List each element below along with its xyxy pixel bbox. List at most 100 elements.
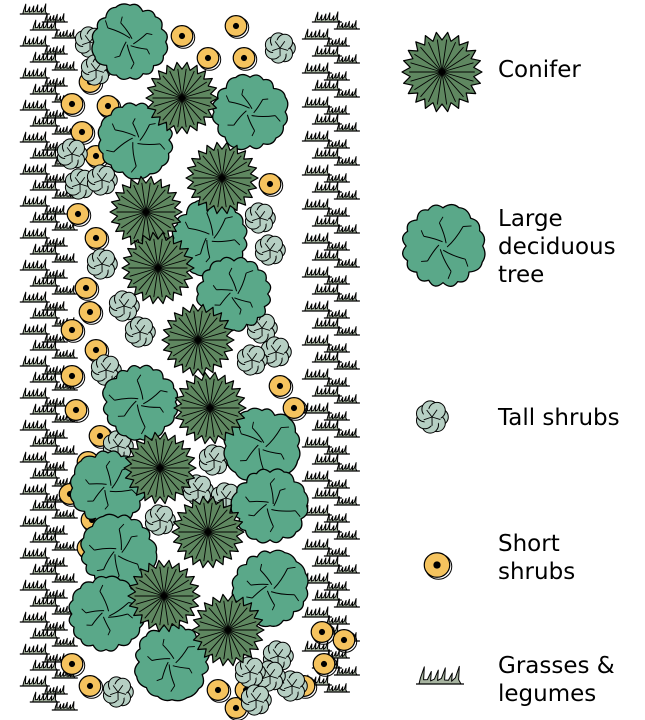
- grass-icon: [302, 607, 332, 617]
- grass-icon: [20, 516, 50, 526]
- grass-icon: [52, 62, 78, 70]
- grass-icon: [42, 622, 68, 630]
- legend-label-tall-shrubs: Tall shrubs: [498, 404, 620, 432]
- grass-icon: [20, 228, 50, 238]
- grass-icon: [42, 46, 68, 54]
- short-shrub-icon: [225, 16, 249, 39]
- grass-icon: [20, 420, 50, 430]
- grass-icon: [312, 46, 342, 56]
- legend-label-line: legumes: [498, 680, 615, 708]
- grass-icon: [20, 388, 50, 398]
- grass-icon: [312, 216, 342, 226]
- grass-icon: [42, 430, 68, 438]
- grass-icon: [20, 324, 50, 334]
- grass-icon: [312, 488, 342, 498]
- grass-icon: [52, 446, 78, 454]
- grass-icon: [20, 196, 50, 206]
- grass-icon: [20, 644, 50, 654]
- grass-icon: [20, 260, 50, 270]
- grass-icon: [20, 68, 50, 78]
- short-shrub-icon: [313, 654, 337, 677]
- grass-icon: [20, 100, 50, 110]
- grass-icon: [42, 686, 68, 694]
- tall-shrub-icon: [265, 33, 295, 63]
- legend-label-grasses: Grasses & legumes: [498, 652, 615, 708]
- short-shrub-icon: [61, 320, 85, 343]
- grass-icon: [42, 206, 68, 214]
- grass-icon: [312, 80, 342, 90]
- short-shrub-icon: [79, 302, 103, 325]
- grass-icon: [20, 484, 50, 494]
- tall-shrub-icon: [245, 203, 275, 233]
- conifer-icon: [402, 32, 482, 111]
- grass-icon: [302, 539, 332, 549]
- grass-icon: [312, 182, 342, 192]
- legend-label-line: tree: [498, 261, 616, 289]
- legend-label-short-shrubs: Short shrubs: [498, 530, 575, 586]
- grass-icon: [302, 199, 332, 209]
- grass-icon: [312, 352, 342, 362]
- grass-icon: [302, 437, 332, 447]
- grass-icon: [312, 12, 342, 22]
- grass-icon: [312, 284, 342, 294]
- short-shrub-icon: [61, 94, 85, 117]
- tall-shrub-icon: [125, 317, 155, 347]
- short-shrub-icon: [311, 622, 335, 645]
- short-shrub-icon: [259, 174, 283, 197]
- short-shrub-icon: [79, 676, 103, 699]
- tall-shrub-icon: [235, 657, 265, 687]
- grass-icon: [20, 132, 50, 142]
- tall-shrub-icon: [255, 235, 285, 265]
- grass-icon: [20, 4, 50, 14]
- grass-icon: [52, 350, 78, 358]
- grass-icon: [52, 574, 78, 582]
- grass-icon: [20, 36, 50, 46]
- grass-icon: [312, 318, 342, 328]
- grass-icon: [42, 174, 68, 182]
- tall-shrub-icon: [103, 677, 133, 707]
- deciduous-tree-icon: [403, 205, 485, 287]
- short-shrub-icon: [207, 680, 231, 703]
- grass-icon: [416, 666, 464, 684]
- grass-icon: [52, 638, 78, 646]
- short-shrub-icon: [61, 366, 85, 389]
- grass-icon: [42, 526, 68, 534]
- grass-icon: [20, 292, 50, 302]
- legend-label-line: Short: [498, 530, 575, 558]
- grass-icon: [302, 267, 332, 277]
- grass-icon: [20, 676, 50, 686]
- legend-label-line: shrubs: [498, 558, 575, 586]
- planting-strip: [20, 4, 360, 720]
- legend-label-deciduous-tree: Large deciduous tree: [498, 205, 616, 289]
- tall-shrub-icon: [87, 249, 117, 279]
- tall-shrub-icon: [57, 139, 87, 169]
- grass-icon: [52, 510, 78, 518]
- tall-shrub-icon: [237, 345, 267, 375]
- tall-shrub-icon: [241, 685, 271, 715]
- grass-icon: [312, 114, 342, 124]
- grass-icon: [52, 286, 78, 294]
- grass-icon: [312, 454, 342, 464]
- short-shrub-icon: [75, 278, 99, 301]
- short-shrub-icon: [85, 228, 109, 251]
- grass-icon: [52, 542, 78, 550]
- grass-icon: [42, 398, 68, 406]
- grass-icon: [20, 356, 50, 366]
- grass-icon: [52, 254, 78, 262]
- grass-icon: [42, 238, 68, 246]
- short-shrub-icon: [61, 654, 85, 677]
- tall-shrub-icon: [417, 401, 449, 433]
- legend-label-line: deciduous: [498, 233, 616, 261]
- grass-icon: [302, 131, 332, 141]
- short-shrub-icon: [67, 204, 91, 227]
- grass-icon: [302, 29, 332, 39]
- grass-icon: [302, 369, 332, 379]
- grass-icon: [20, 452, 50, 462]
- short-shrub-icon: [333, 630, 357, 653]
- grass-icon: [312, 386, 342, 396]
- grass-icon: [20, 548, 50, 558]
- grass-icon: [302, 97, 332, 107]
- short-shrub-icon: [269, 376, 293, 399]
- grass-icon: [302, 335, 332, 345]
